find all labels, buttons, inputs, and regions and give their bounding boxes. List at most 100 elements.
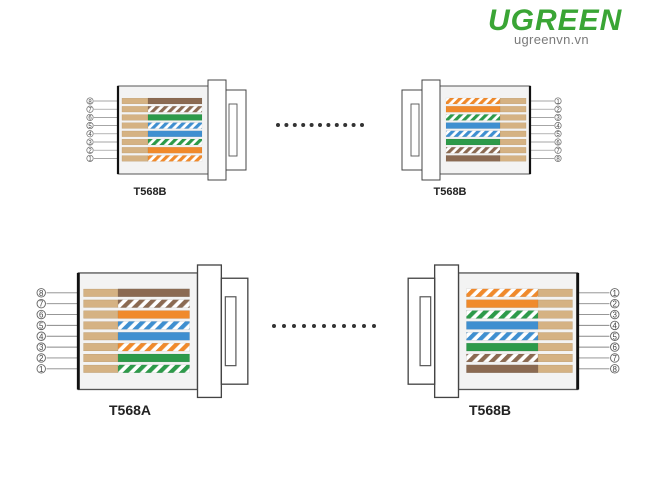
pin-number: 5 xyxy=(556,132,560,138)
pin-marker xyxy=(86,146,94,154)
ugreen-logo-text: UGREEN xyxy=(488,4,623,34)
wire-brown-white xyxy=(147,106,203,113)
wire-green xyxy=(466,342,539,352)
wire-brown xyxy=(445,155,501,162)
pin-number: 4 xyxy=(556,124,560,130)
copper-contact xyxy=(83,343,119,352)
link-dot xyxy=(343,123,348,127)
pin-marker xyxy=(86,105,94,113)
pin-number: 7 xyxy=(556,149,560,155)
pin-marker xyxy=(554,130,562,138)
wire-orange-white xyxy=(147,155,203,162)
link-dot xyxy=(292,324,296,328)
pin-number: 6 xyxy=(556,140,560,146)
copper-contact xyxy=(121,139,149,145)
wire-brown-white xyxy=(466,353,539,363)
pin-marker xyxy=(86,154,94,162)
pin-marker xyxy=(610,309,620,320)
brand-url: ugreenvn.vn xyxy=(514,32,589,47)
pin-marker xyxy=(610,331,620,341)
pin-marker xyxy=(610,320,620,331)
pin-marker xyxy=(610,288,620,298)
pin-number: 1 xyxy=(39,365,44,374)
copper-contact xyxy=(537,354,573,362)
latch-slot xyxy=(224,296,237,367)
wire-green xyxy=(445,138,501,146)
wire-orange xyxy=(117,310,190,319)
pin-marker xyxy=(36,309,46,320)
latch-slot xyxy=(228,103,238,157)
pin-marker xyxy=(554,146,562,154)
pin-number: 4 xyxy=(613,321,618,330)
copper-contact xyxy=(499,155,527,162)
link-dot xyxy=(282,324,286,328)
copper-contact xyxy=(121,122,149,129)
copper-contact xyxy=(537,332,573,341)
pin-number: 2 xyxy=(39,354,44,363)
pin-number: 3 xyxy=(39,343,44,352)
pin-marker xyxy=(36,320,46,331)
pin-number: 3 xyxy=(613,311,618,320)
pin-marker xyxy=(86,138,94,146)
connector-label: T568A xyxy=(109,402,151,418)
wire-brown-white xyxy=(117,299,190,308)
copper-contact xyxy=(83,364,119,373)
pin-marker xyxy=(36,331,46,341)
connector-label: T568B xyxy=(133,186,166,198)
pin-marker xyxy=(36,342,46,352)
wire-orange-white xyxy=(117,342,190,352)
wire-green-white xyxy=(147,138,203,146)
link-dot xyxy=(326,123,331,127)
pin-number: 1 xyxy=(556,99,560,105)
link-dot xyxy=(322,324,326,328)
pin-number: 1 xyxy=(613,289,618,298)
copper-contact xyxy=(537,299,573,308)
pin-marker xyxy=(86,113,94,121)
wire-orange-white xyxy=(466,288,539,297)
copper-contact xyxy=(537,288,573,297)
wire-blue xyxy=(147,130,203,137)
wire-blue-white xyxy=(445,130,501,137)
pin-marker xyxy=(554,113,562,121)
connector-label: T568B xyxy=(433,186,466,198)
copper-contact xyxy=(499,114,527,121)
copper-contact xyxy=(499,106,527,113)
pin-marker xyxy=(610,353,620,363)
link-dot xyxy=(301,123,306,127)
link-dot xyxy=(284,123,289,127)
wire-green-white xyxy=(117,364,190,373)
pin-number: 3 xyxy=(556,116,560,122)
wire-blue xyxy=(445,122,501,129)
copper-contact xyxy=(537,364,573,373)
pin-marker xyxy=(86,122,94,130)
pin-number: 4 xyxy=(39,332,44,341)
link-dot xyxy=(302,324,306,328)
link-dot xyxy=(309,123,314,127)
copper-contact xyxy=(537,343,573,352)
link-dot xyxy=(362,324,366,328)
pin-number: 8 xyxy=(39,289,44,298)
plug-boot xyxy=(433,264,460,399)
wire-brown-white xyxy=(445,147,501,154)
connector-label: T568B xyxy=(469,402,511,418)
pin-number: 2 xyxy=(613,300,618,309)
plug-boot xyxy=(196,264,223,399)
copper-contact xyxy=(121,130,149,137)
pin-marker xyxy=(554,154,562,162)
link-dot xyxy=(312,324,316,328)
wire-green-white xyxy=(445,114,501,121)
copper-contact xyxy=(83,321,119,330)
wire-green-white xyxy=(466,310,539,319)
pin-number: 5 xyxy=(88,124,92,130)
wire-orange xyxy=(147,147,203,154)
link-dot xyxy=(334,123,339,127)
copper-contact xyxy=(537,310,573,319)
link-dot xyxy=(352,324,356,328)
wire-blue-white xyxy=(466,332,539,341)
pin-number: 8 xyxy=(613,365,618,374)
pin-number: 6 xyxy=(88,116,92,122)
link-dot xyxy=(272,324,276,328)
